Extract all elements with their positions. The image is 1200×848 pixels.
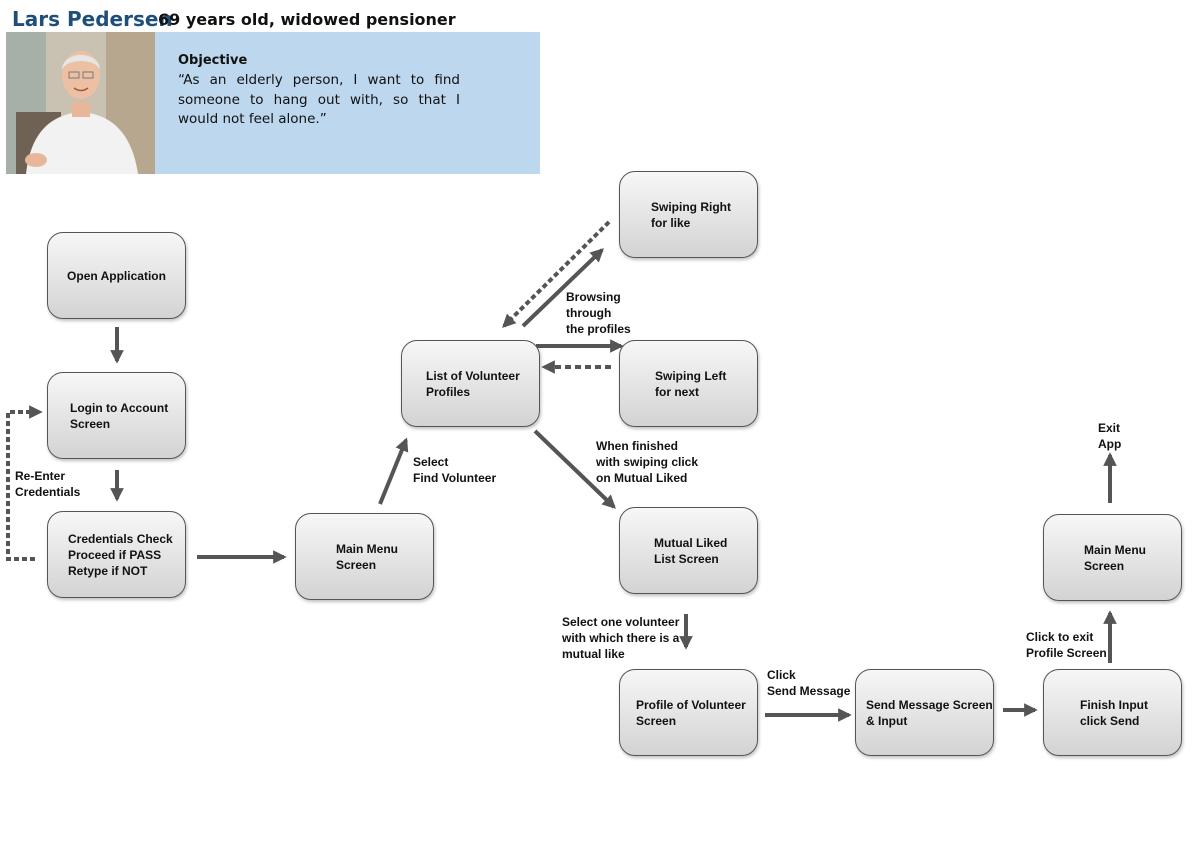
label-when-finished: When finished with swiping click on Mutu… (596, 439, 699, 485)
arrow-swipe-right-return (502, 220, 611, 328)
node-swipe-left: Swiping Left for next (619, 340, 758, 427)
label-click-to-exit: Click to exit Profile Screen (1026, 630, 1107, 660)
arrow-retry-credentials (6, 405, 43, 561)
persona-photo (6, 32, 155, 174)
label-select-find-volunteer: Select Find Volunteer (413, 455, 497, 485)
node-credentials-check: Credentials Check Proceed if PASS Retype… (47, 511, 186, 598)
arrow-menu-to-list (378, 437, 409, 505)
node-volunteer-list: List of Volunteer Profiles (401, 340, 540, 427)
node-send-message: Send Message Screen & Input (855, 669, 994, 756)
node-open-application: Open Application (47, 232, 186, 319)
node-swipe-right: Swiping Right for like (619, 171, 758, 258)
node-finish-input: Finish Input click Send (1043, 669, 1182, 756)
label-select-one-volunteer: Select one volunteer with which there is… (562, 615, 680, 661)
label-re-enter-credentials: Re-Enter Credentials (15, 469, 81, 499)
persona-name: Lars Pedersen (12, 7, 173, 31)
objective-quote: “As an elderly person, I want to find so… (178, 72, 460, 127)
node-login-screen: Login to Account Screen (47, 372, 186, 459)
node-main-menu-1: Main Menu Screen (295, 513, 434, 600)
label-browsing-profiles: Browsing through the profiles (566, 290, 631, 336)
arrow-list-to-swipe-right (521, 248, 604, 328)
persona-description: 69 years old, widowed pensioner (158, 10, 456, 29)
arrow-list-to-mutual (533, 429, 616, 509)
node-mutual-liked: Mutual Liked List Screen (619, 507, 758, 594)
label-click-send-message: Click Send Message (767, 668, 851, 698)
node-main-menu-2: Main Menu Screen (1043, 514, 1182, 601)
node-volunteer-profile: Profile of Volunteer Screen (619, 669, 758, 756)
label-exit-app: Exit App (1098, 421, 1122, 451)
objective-title: Objective (178, 53, 248, 68)
objective-box (155, 32, 540, 174)
